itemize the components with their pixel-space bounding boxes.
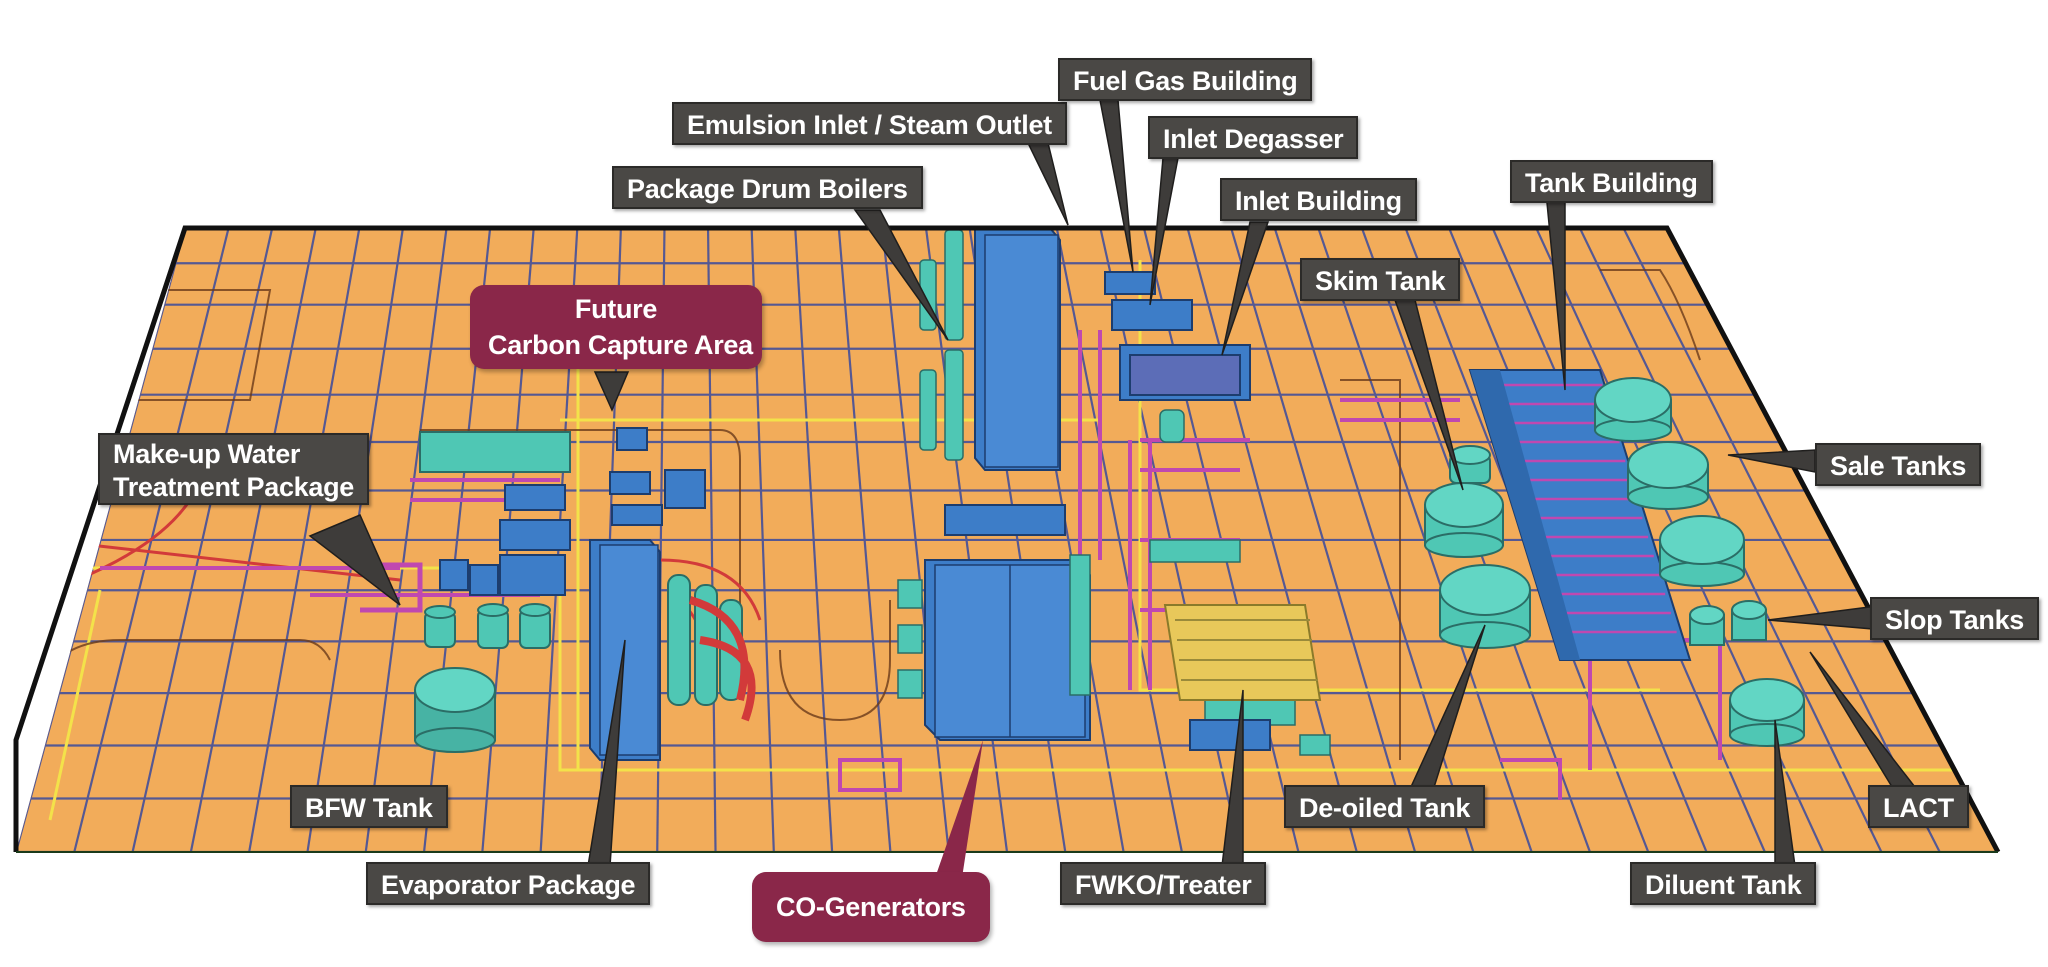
site-frame xyxy=(13,225,2001,854)
diluent-tank xyxy=(1729,678,1805,747)
site-roads xyxy=(48,260,1990,821)
label-deoiled-tank: De-oiled Tank xyxy=(1284,785,1486,828)
label-fwko-treater: FWKO/Treater xyxy=(1060,862,1267,905)
tank-building xyxy=(1468,369,1692,661)
label-makeup-water-treatment: Make-up Water Treatment Package xyxy=(98,433,370,505)
label-makeup-water-line1: Make-up Water xyxy=(113,439,301,469)
label-co-generators: CO-Generators xyxy=(752,872,990,942)
label-tank-building: Tank Building xyxy=(1510,160,1713,203)
label-skim-tank: Skim Tank xyxy=(1300,258,1461,301)
skim-and-deoiled-tanks xyxy=(1424,445,1531,649)
label-emulsion-inlet: Emulsion Inlet / Steam Outlet xyxy=(672,102,1067,145)
label-future-carbon-capture-line2: Carbon Capture Area xyxy=(488,330,753,360)
label-package-drum-boilers: Package Drum Boilers xyxy=(612,166,923,209)
co-generators xyxy=(897,504,1091,741)
label-inlet-building: Inlet Building xyxy=(1220,178,1417,221)
label-evaporator-package: Evaporator Package xyxy=(366,862,651,905)
label-makeup-water-line2: Treatment Package xyxy=(113,472,355,502)
label-future-carbon-capture-line1: Future xyxy=(574,294,658,324)
label-future-carbon-capture: Future Carbon Capture Area xyxy=(470,285,762,369)
co-generators-pointer xyxy=(935,740,983,878)
water-treatment-tanks xyxy=(424,603,551,649)
label-fuel-gas-building: Fuel Gas Building xyxy=(1058,58,1313,101)
sale-tanks xyxy=(1594,377,1745,587)
label-slop-tanks: Slop Tanks xyxy=(1870,597,2040,640)
label-diluent-tank: Diluent Tank xyxy=(1630,862,1817,905)
carbon-capture-equipment xyxy=(609,427,706,526)
label-lact: LACT xyxy=(1868,785,1969,828)
makeup-water-treatment-area xyxy=(360,431,571,613)
mid-site-equipment xyxy=(1149,409,1331,756)
label-sale-tanks: Sale Tanks xyxy=(1815,443,1982,486)
fuel-gas-and-inlet-buildings xyxy=(1104,271,1251,401)
perimeter-roads xyxy=(27,269,1701,760)
label-bfw-tank: BFW Tank xyxy=(290,785,448,828)
label-inlet-degasser: Inlet Degasser xyxy=(1148,116,1359,159)
bfw-tank xyxy=(414,667,496,753)
fwko-treater xyxy=(1163,604,1322,751)
slop-tanks xyxy=(1689,600,1767,646)
